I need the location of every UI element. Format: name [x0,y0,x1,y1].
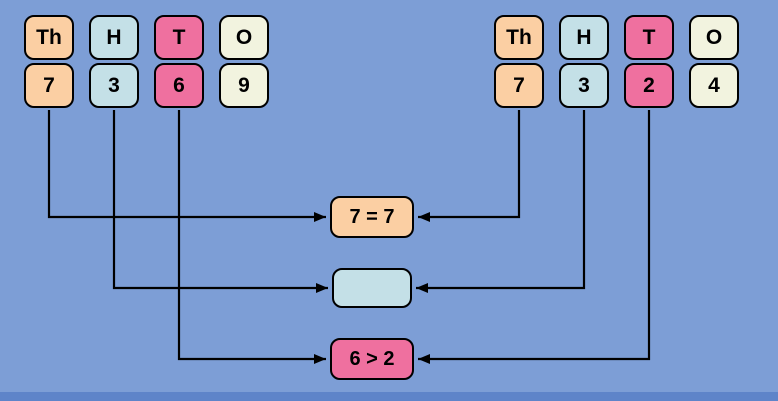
left-place-header-hundreds: H [89,15,139,60]
left-digit-ones: 9 [219,63,269,108]
arrow-right-thousands [418,110,521,222]
arrow-left-tens [177,110,326,364]
comparison-hundreds-answer-box[interactable] [332,268,412,308]
comparison-tens-box: 6 > 2 [330,338,414,380]
arrow-left-hundreds [112,110,328,293]
right-place-header-tens: T [624,15,674,60]
left-place-header-tens: T [154,15,204,60]
left-digit-hundreds: 3 [89,63,139,108]
left-digit-tens: 6 [154,63,204,108]
bottom-edge-strip [0,392,778,401]
left-place-header-ones: O [219,15,269,60]
right-digit-hundreds: 3 [559,63,609,108]
left-digit-thousands: 7 [24,63,74,108]
left-place-header-thousands: Th [24,15,74,60]
arrow-right-hundreds [416,110,586,293]
right-place-header-thousands: Th [494,15,544,60]
arrow-left-thousands [47,110,326,222]
right-digit-tens: 2 [624,63,674,108]
right-digit-ones: 4 [689,63,739,108]
right-digit-thousands: 7 [494,63,544,108]
right-place-header-hundreds: H [559,15,609,60]
comparison-thousands-box: 7 = 7 [330,196,414,238]
right-place-header-ones: O [689,15,739,60]
arrow-right-tens [418,110,651,364]
